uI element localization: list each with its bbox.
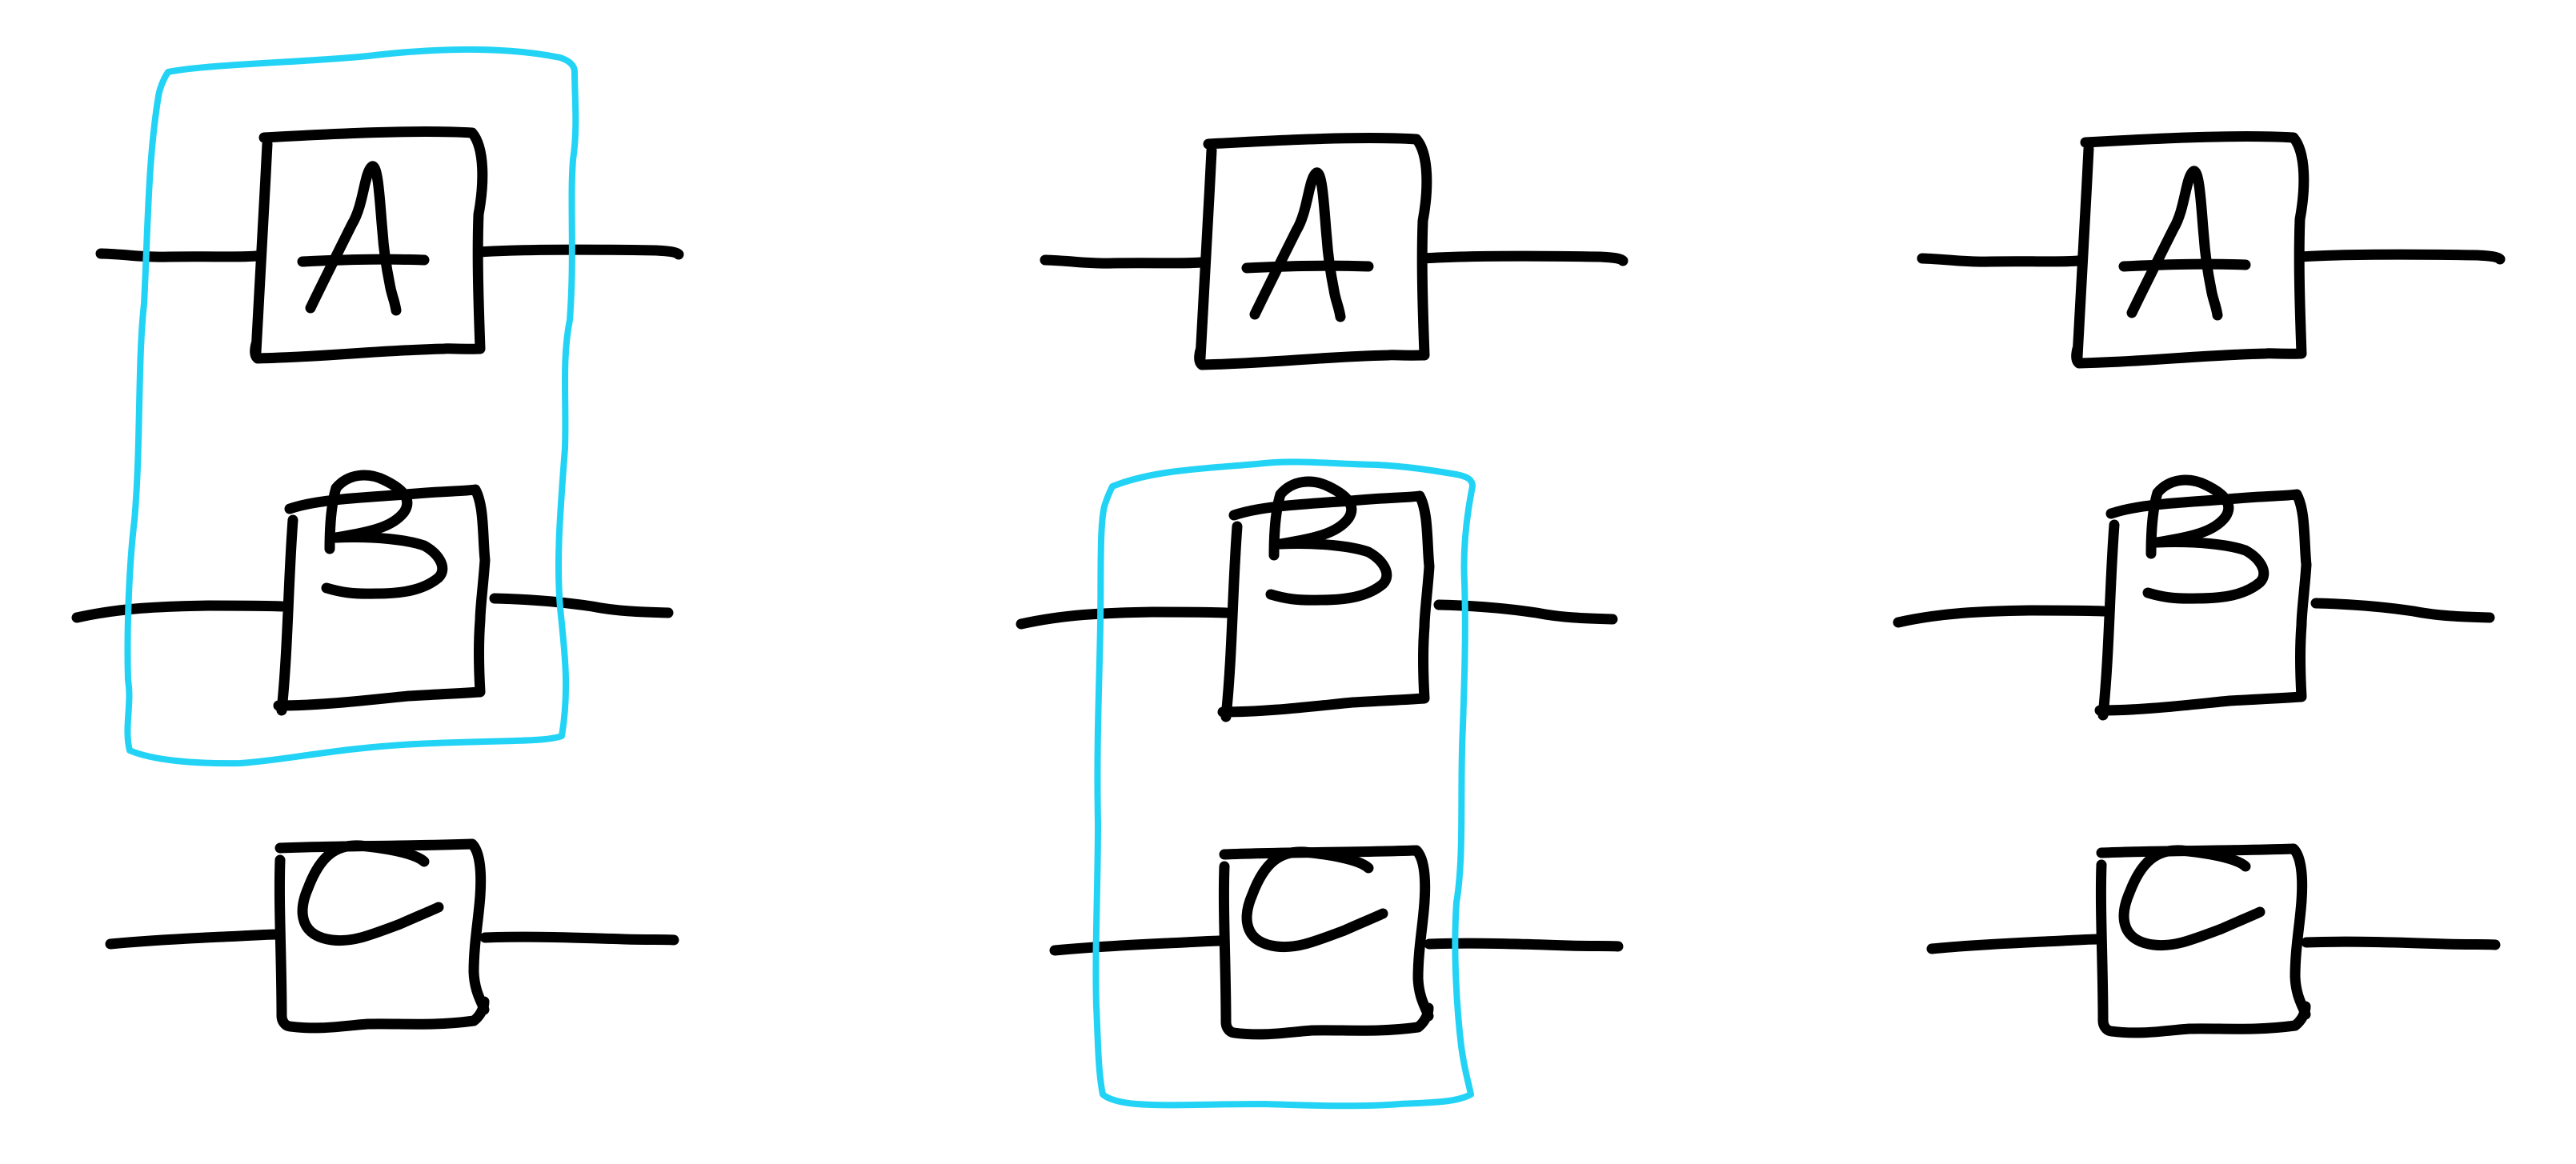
input-wire [1049,935,1227,956]
letter-c-glyph: C [2118,845,2266,951]
output-wire [489,593,674,618]
diagram-column-3: A B C [1893,131,2506,1038]
output-wire [2310,598,2495,623]
output-wire [2294,249,2506,265]
gate-box [2071,131,2310,369]
block-b-col-3: B [1893,474,2495,721]
output-wire [479,931,679,946]
diagram-column-2: A B C [1016,133,1629,1110]
block-b-col-1: B [71,470,674,716]
letter-c-glyph: C [1241,846,1388,953]
block-a-col-2: A [1040,133,1629,370]
input-wire [1917,253,2083,267]
diagram-column-1: A B C [71,46,684,1034]
input-wire [105,929,282,950]
block-c-col-2: C [1049,845,1624,1040]
output-wire [1424,938,1624,952]
letter-b-glyph: B [1265,476,1392,606]
output-wire [473,244,684,260]
letter-a-glyph: A [2118,166,2251,321]
block-c-col-3: C [1926,843,2501,1038]
input-wire [71,600,287,623]
block-b-col-2: B [1016,476,1618,722]
gate-box [2094,489,2312,721]
input-wire [95,248,262,262]
letter-b-glyph: B [2142,474,2270,604]
highlight-outline [1092,458,1476,1110]
letter-c-glyph: C [297,840,444,946]
letter-a-glyph: A [1241,167,1374,322]
block-c-col-1: C [105,838,679,1034]
input-wire [1893,605,2109,628]
input-wire [1926,934,2104,954]
output-wire [1417,250,1629,266]
gate-box [250,126,488,364]
highlight-outline [124,46,579,767]
output-wire [2301,936,2501,950]
input-wire [1016,606,1232,630]
gate-box [1194,133,1432,370]
letter-a-glyph: A [297,161,430,316]
input-wire [1040,254,1206,269]
gate-box [273,484,491,716]
block-a-col-3: A [1917,131,2506,369]
letter-b-glyph: B [321,470,448,599]
gate-box [1217,490,1435,722]
block-a-col-1: A [95,126,684,364]
